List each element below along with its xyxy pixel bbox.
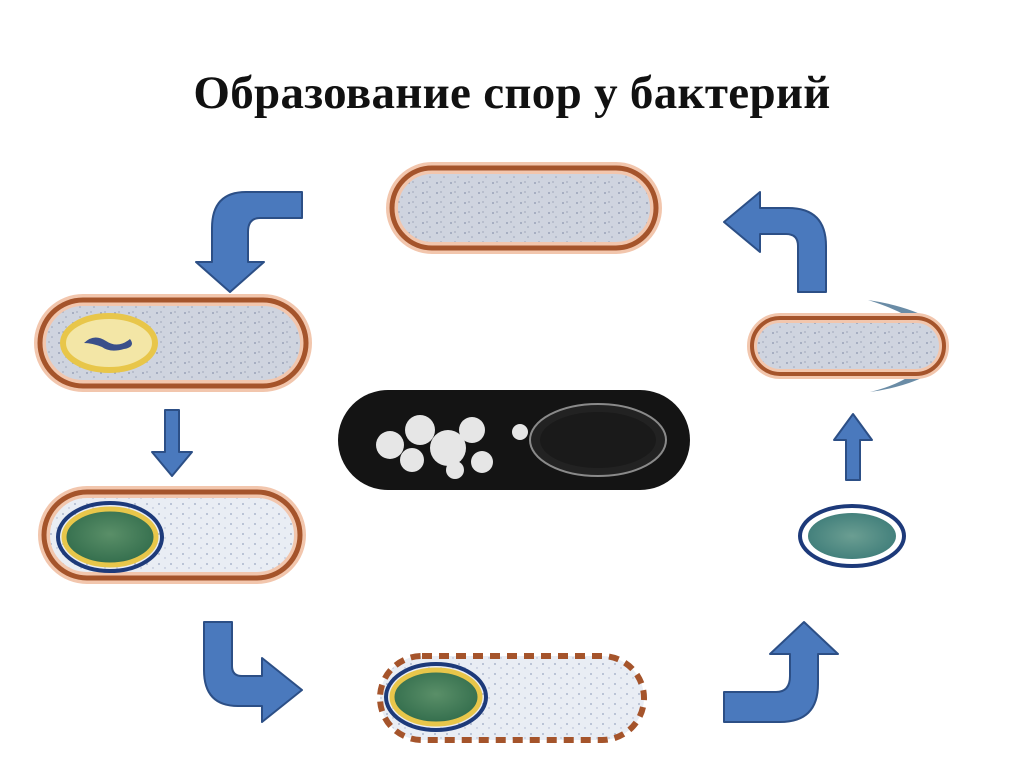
- arrow-up-icon: [833, 413, 873, 481]
- stage-germination: [747, 300, 949, 392]
- curved-arrow-icon: [723, 191, 827, 293]
- curved-arrow-icon: [723, 621, 839, 723]
- stage-forespore-formation: [34, 294, 312, 392]
- stage-spore-maturation: [38, 486, 306, 584]
- stage-free-spore: [798, 504, 906, 568]
- curved-arrow-icon: [195, 191, 303, 293]
- curved-arrow-icon: [203, 621, 303, 723]
- arrow-down-icon: [151, 409, 193, 477]
- stage-cell-lysis: [377, 653, 647, 743]
- stage-vegetative-cell: [386, 162, 662, 254]
- slide-title: Образование спор у бактерий: [193, 67, 831, 119]
- endospore-micrograph: [338, 390, 690, 490]
